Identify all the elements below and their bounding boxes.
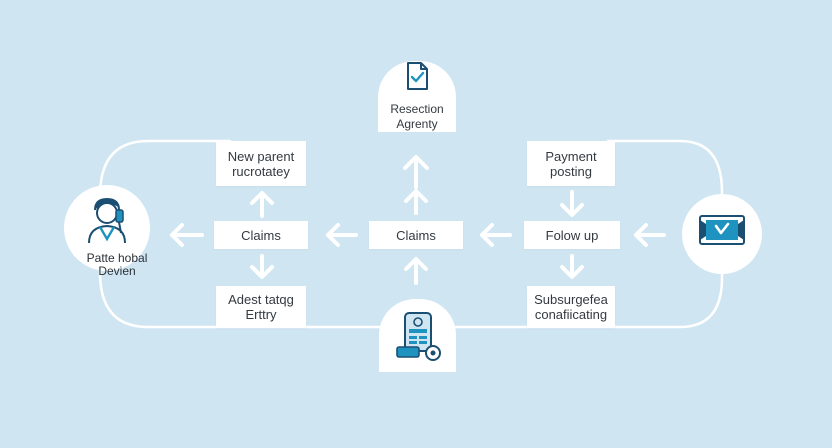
adest-entry-label-line2: Erttry (245, 307, 277, 322)
monitor-check-icon (698, 214, 746, 255)
subsurgefea-label-line1: Subsurgefea (534, 292, 608, 307)
arrow-left-to-claims-left (326, 223, 358, 247)
arrow-up-new-parent (250, 191, 274, 218)
arrow-left-to-follow-up (634, 223, 666, 247)
arrow-down-subsurgefea (560, 254, 584, 279)
payment-posting-label-line2: posting (550, 163, 592, 179)
patient-circle-label-line2: Devien (98, 264, 136, 278)
claims-center-node: Claims (369, 221, 463, 249)
follow-up-node: Folow up (524, 221, 620, 249)
new-parent-label-line2: rucrotatey (232, 163, 290, 179)
patient-circle-caption: Patte hobal Devien (64, 252, 170, 278)
claims-left-node: Claims (214, 221, 308, 249)
adest-entry-label-line1: Adest tatqg (228, 292, 294, 307)
patient-circle-node (64, 185, 150, 271)
arrow-up-reception (403, 155, 429, 189)
subsurgefea-node: Subsurgefea conafiicating (527, 286, 615, 328)
claims-left-label: Claims (241, 227, 281, 243)
reception-label-line2: Agrenty (396, 117, 438, 131)
arrow-down-adest (250, 254, 274, 279)
payment-terminal-icon (391, 309, 445, 368)
arrow-down-payment (560, 190, 584, 217)
doctor-icon (81, 193, 133, 250)
monitor-circle-node (682, 194, 762, 274)
reception-node: Resection Agrenty (378, 61, 456, 132)
claims-center-label: Claims (396, 227, 436, 243)
payment-posting-label-line1: Payment (545, 148, 597, 164)
payment-posting-node: Payment posting (527, 141, 615, 186)
new-parent-node: New parent rucrotatey (216, 141, 306, 186)
arrow-left-to-claims-center (480, 223, 512, 247)
document-check-icon (403, 61, 431, 96)
arrow-left-to-patient (170, 223, 204, 247)
adest-entry-node: Adest tatqg Erttry (216, 286, 306, 328)
subsurgefea-label-line2: conafiicating (534, 307, 608, 322)
new-parent-label-line1: New parent (227, 148, 295, 164)
arrow-up-claims-bottom (404, 257, 428, 285)
arrow-up-claims-top (404, 189, 428, 215)
device-node (379, 299, 456, 372)
patient-circle-label-line1: Patte hobal (86, 251, 148, 265)
reception-label-line1: Resection (390, 102, 444, 116)
follow-up-label: Folow up (545, 227, 599, 243)
